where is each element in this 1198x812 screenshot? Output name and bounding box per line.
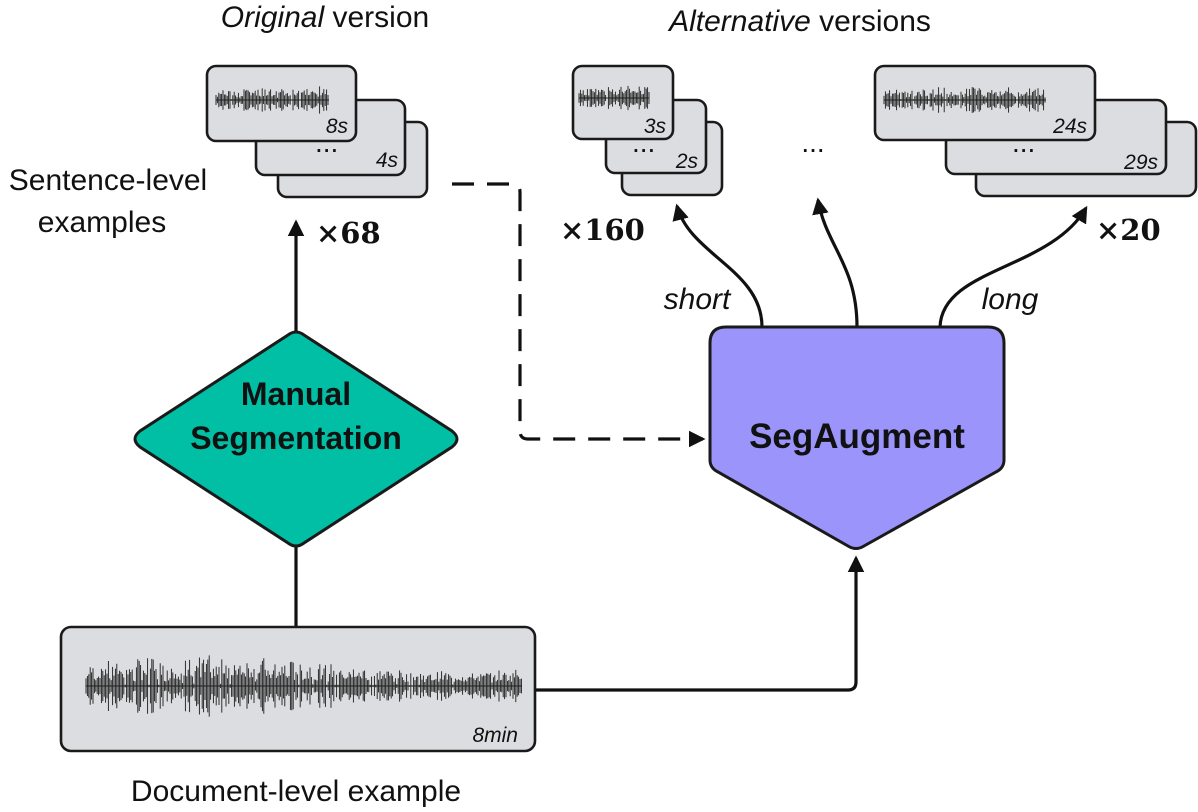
segaugment-to-middle-arrow [812, 197, 859, 328]
original-version-heading: Original version [221, 1, 429, 34]
manual-segmentation-diamond [133, 330, 459, 548]
short-front-waveform [578, 85, 650, 111]
long-front-duration: 24s [1052, 115, 1087, 138]
document-card [59, 625, 537, 753]
connectors [287, 182, 1088, 692]
segaugment-shape [708, 325, 1006, 550]
document-level-label: Document-level example [131, 775, 461, 808]
long-front-waveform [883, 87, 1046, 113]
manual-segmentation-label: Manual [241, 376, 351, 412]
original-count: ×68 [316, 216, 381, 250]
orig-front-duration: 8s [326, 115, 349, 138]
sentence-level-label: Sentence-level [9, 164, 207, 197]
sentence-to-segaugment-dashed-arrow [452, 182, 706, 448]
segaugment-node: SegAugment [708, 325, 1006, 550]
short-version-stack: ... 2s 3s [571, 64, 724, 197]
original-sentence-stack: ... 4s 8s [205, 64, 429, 199]
segaugment-to-short-arrow [672, 203, 764, 328]
segaugment-to-long-arrow [938, 205, 1088, 328]
short-label: short [664, 283, 732, 316]
document-waveform [85, 655, 522, 717]
orig-back-duration: 4s [376, 149, 399, 172]
long-back-duration: 29s [1123, 151, 1158, 174]
short-count: ×160 [560, 213, 645, 247]
long-label: long [982, 283, 1039, 316]
document-duration: 8min [472, 724, 518, 747]
alternative-versions-heading: Alternative versions [667, 5, 931, 38]
short-back-duration: 2s [675, 150, 699, 173]
short-front-duration: 3s [644, 115, 667, 138]
long-count: ×20 [1096, 213, 1161, 247]
document-level-card: 8min [59, 625, 537, 753]
segaugment-label: SegAugment [749, 417, 965, 456]
orig-front-waveform [215, 86, 329, 114]
manual-segmentation-node: Manual Segmentation [133, 330, 459, 548]
long-version-stack: ... 29s 24s [873, 64, 1198, 198]
short-card-front [571, 64, 675, 141]
middle-versions-ellipsis: ... [801, 127, 824, 158]
sentence-level-label-line2: examples [38, 206, 166, 239]
doc-to-segaugment-arrow [536, 555, 865, 692]
manual-segmentation-label-line2: Segmentation [190, 420, 402, 456]
